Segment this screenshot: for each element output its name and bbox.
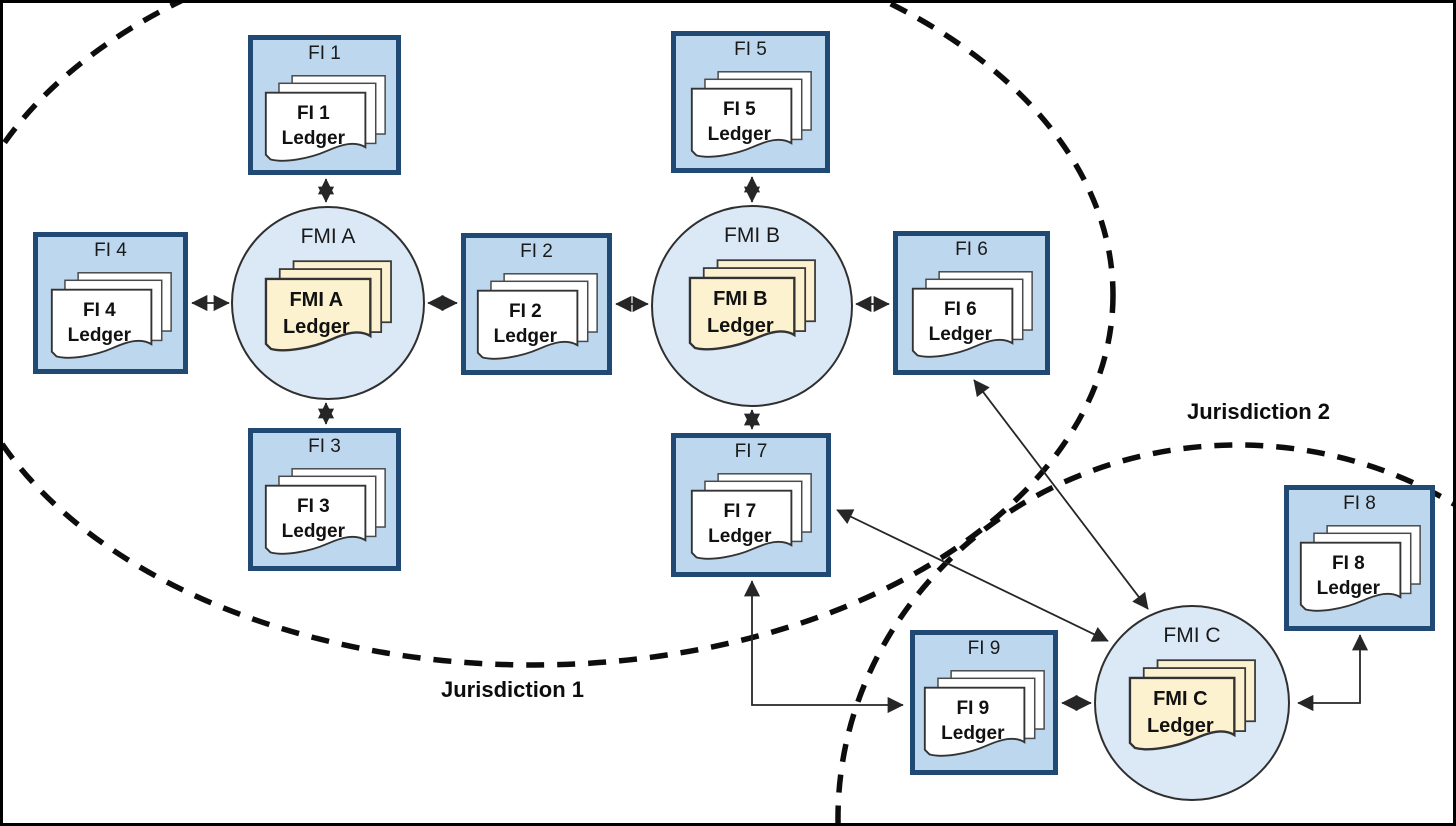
fi-4-node: FI 4 FI 4 Ledger <box>33 232 188 374</box>
fi-3-title: FI 3 <box>308 436 341 457</box>
fi-6-ledger-label: FI 6 Ledger <box>928 299 993 346</box>
fi-6-ledger-stack-icon: FI 6 Ledger <box>910 270 1034 360</box>
fi-3-ledger-stack-icon: FI 3 Ledger <box>263 467 387 557</box>
fi-7-node: FI 7 FI 7 Ledger <box>671 433 831 577</box>
connector-fi7-fmic <box>836 509 1109 642</box>
fi-8-title: FI 8 <box>1343 493 1376 514</box>
fi-2-title: FI 2 <box>520 241 553 262</box>
fi-9-ledger-label: FI 9 Ledger <box>941 698 1005 745</box>
jurisdiction-2-boundary <box>835 442 1453 823</box>
fmi-c-ledger-stack-icon: FMI C Ledger <box>1127 658 1257 753</box>
fi-9-node: FI 9 FI 9 Ledger <box>910 630 1058 775</box>
fi-4-ledger-label: FI 4 Ledger <box>67 300 132 347</box>
fi-5-ledger-label: FI 5 Ledger <box>707 99 772 146</box>
fi-8-ledger-label: FI 8 Ledger <box>1316 553 1381 600</box>
fi-7-title: FI 7 <box>734 441 768 462</box>
fmi-b-title: FMI B <box>724 224 780 247</box>
fi-5-node: FI 5 FI 5 Ledger <box>671 31 830 173</box>
fi-7-ledger-stack-icon: FI 7 Ledger <box>689 472 813 562</box>
connector-fi7-fi9 <box>743 580 904 714</box>
fmi-c-ledger-label: FMI C Ledger <box>1146 688 1214 738</box>
fi-7-ledger-label: FI 7 Ledger <box>708 501 772 548</box>
fmi-c-node: FMI C FMI C Ledger <box>1094 605 1290 801</box>
fmi-b-node: FMI B FMI B Ledger <box>651 205 853 407</box>
fmi-b-ledger-label: FMI B Ledger <box>706 288 774 338</box>
jurisdiction-1-label: Jurisdiction 1 <box>441 677 585 702</box>
fi-4-ledger-stack-icon: FI 4 Ledger <box>49 271 173 361</box>
fi-9-ledger-stack-icon: FI 9 Ledger <box>922 669 1046 759</box>
connector-fi8-fmic <box>1297 634 1369 712</box>
fi-6-node: FI 6 FI 6 Ledger <box>893 231 1050 375</box>
fmi-b-ledger-stack-icon: FMI B Ledger <box>687 258 817 353</box>
fmi-a-node: FMI A FMI A Ledger <box>231 206 425 400</box>
connector-layer <box>3 3 1453 823</box>
connector-fi6-fmic <box>973 379 1149 610</box>
jurisdiction-2-label: Jurisdiction 2 <box>1187 399 1331 424</box>
fi-8-ledger-stack-icon: FI 8 Ledger <box>1298 524 1422 614</box>
fi-3-node: FI 3 FI 3 Ledger <box>248 428 401 571</box>
fi-1-ledger-label: FI 1 Ledger <box>281 103 346 150</box>
fmi-a-ledger-label: FMI A Ledger <box>282 289 350 339</box>
fi-5-title: FI 5 <box>734 39 767 60</box>
fi-1-title: FI 1 <box>308 43 341 64</box>
fmi-c-title: FMI C <box>1163 624 1221 647</box>
fi-1-ledger-stack-icon: FI 1 Ledger <box>263 74 387 164</box>
fi-2-node: FI 2 FI 2 Ledger <box>461 233 612 375</box>
fmi-a-title: FMI A <box>300 225 356 248</box>
fi-3-ledger-label: FI 3 Ledger <box>281 496 346 543</box>
fi-5-ledger-stack-icon: FI 5 Ledger <box>689 70 813 160</box>
fi-6-title: FI 6 <box>955 239 988 260</box>
fi-2-ledger-stack-icon: FI 2 Ledger <box>475 272 599 362</box>
fi-9-title: FI 9 <box>967 638 1001 659</box>
fi-8-node: FI 8 FI 8 Ledger <box>1284 485 1435 631</box>
jurisdiction-1-boundary <box>3 3 1116 668</box>
fi-2-ledger-label: FI 2 Ledger <box>493 301 558 348</box>
fmi-a-ledger-stack-icon: FMI A Ledger <box>263 259 393 354</box>
fi-4-title: FI 4 <box>94 240 127 261</box>
fi-1-node: FI 1 FI 1 Ledger <box>248 35 401 175</box>
